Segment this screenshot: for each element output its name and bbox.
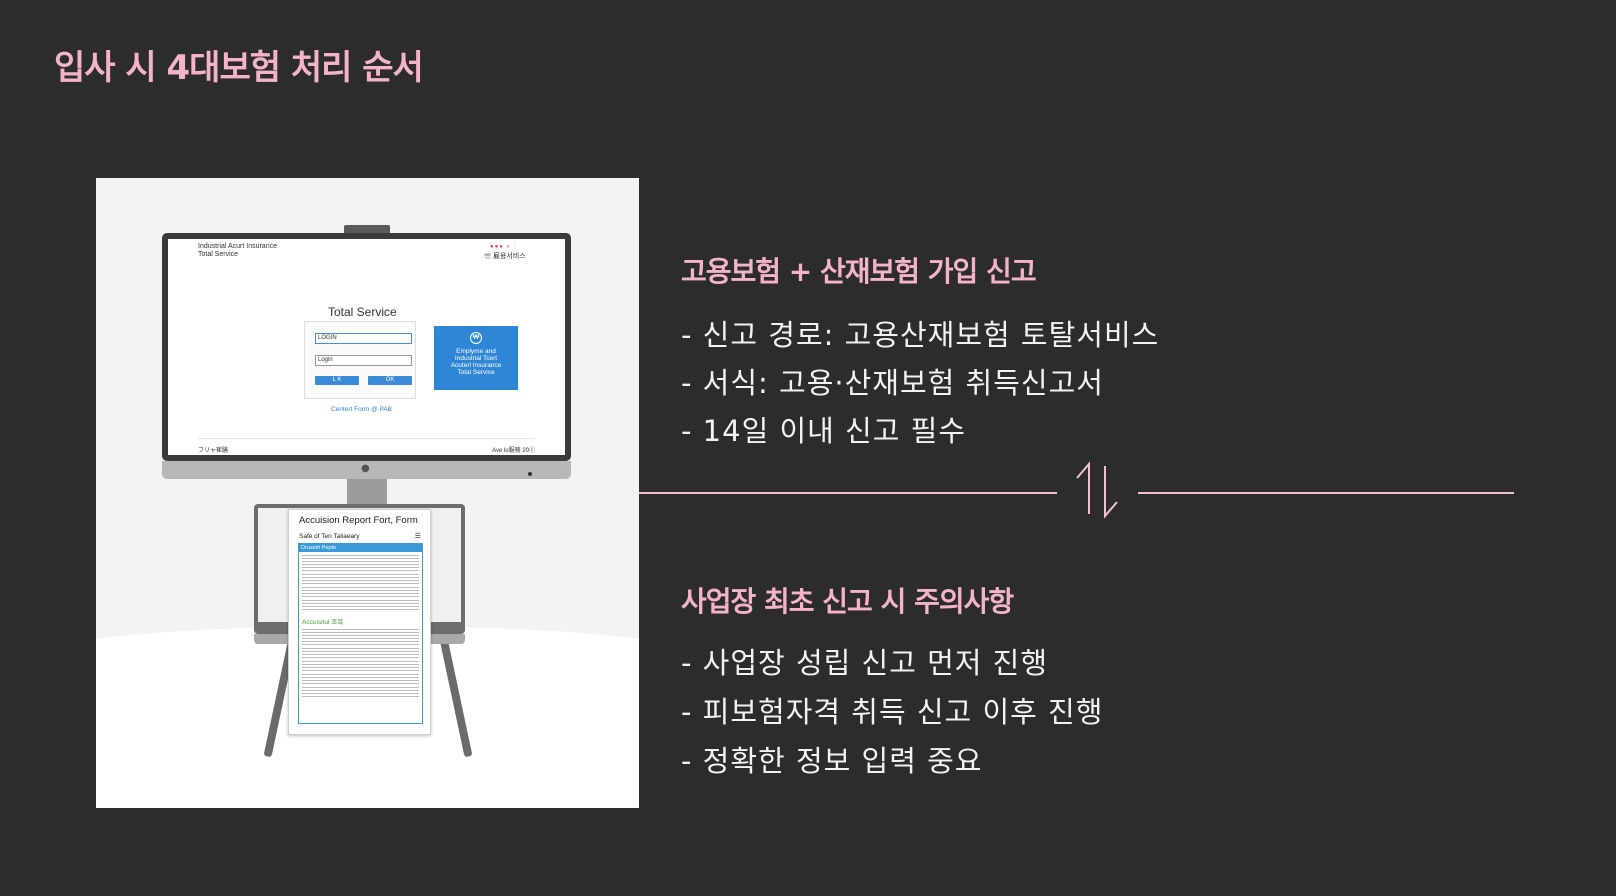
form-body: Drusetri Pepte Accuisitul 조목 bbox=[298, 543, 423, 724]
password-field: Login bbox=[315, 355, 412, 366]
apple-logo-icon: ● bbox=[361, 463, 370, 474]
card-line: Total Service bbox=[457, 369, 495, 376]
text-lines bbox=[302, 600, 419, 612]
card-line: Emplyme and bbox=[456, 348, 496, 355]
section1-bullet: - 서식: 고용·산재보험 취득신고서 bbox=[681, 366, 1104, 400]
section1-bullet: - 14일 이내 신고 필수 bbox=[681, 414, 966, 448]
text-lines bbox=[302, 555, 419, 571]
form-header: Drusetri Pepte bbox=[299, 544, 422, 552]
screen-title: Total Service bbox=[328, 305, 397, 319]
report-form: Accuision Report Fort, Form Safe of Ten … bbox=[288, 509, 431, 735]
card-line: Acuterl Insurance bbox=[450, 362, 502, 369]
section2-bullet: - 정확한 정보 입력 중요 bbox=[681, 744, 983, 778]
text-lines bbox=[302, 629, 419, 645]
text-lines bbox=[302, 574, 419, 584]
section2-bullet: - 사업장 성립 신고 먼저 진행 bbox=[681, 646, 1049, 680]
screen-footer: フリャ崔膳 Ave lo服務 20ⓒ bbox=[198, 438, 535, 454]
illustration-panel: Industrial Acurt Insurance Total Service… bbox=[96, 178, 639, 808]
text-lines bbox=[302, 661, 419, 671]
text-lines bbox=[302, 674, 419, 684]
footer-right: Ave lo服務 20ⓒ bbox=[492, 448, 535, 454]
text-lines bbox=[302, 687, 419, 699]
screen-button-1: L K bbox=[315, 376, 359, 385]
screen-link: Centert Form @ PAB bbox=[331, 406, 393, 413]
login-field: LOGIN bbox=[315, 333, 412, 344]
menu-icon: ☰ bbox=[414, 533, 421, 540]
footer-left: フリャ崔膳 bbox=[198, 448, 229, 454]
slide-title: 입사 시 4대보험 처리 순서 bbox=[54, 48, 424, 88]
screen-header-line1: Industrial Acurt Insurance bbox=[198, 243, 277, 250]
form-section-title: Accuisitul 조목 bbox=[302, 619, 344, 626]
section1-title: 고용보험 + 산재보험 가입 신고 bbox=[681, 255, 1037, 288]
power-led bbox=[528, 472, 532, 476]
text-lines bbox=[302, 587, 419, 597]
service-card: ₩ Emplyme and Industrial Tcert Acuterl I… bbox=[434, 326, 518, 390]
section2-bullet: - 피보험자격 취득 신고 이후 진행 bbox=[681, 695, 1104, 729]
screen-header-line2: Total Service bbox=[198, 251, 239, 258]
form-title: Accuision Report Fort, Form bbox=[299, 515, 418, 526]
divider-left bbox=[639, 492, 1057, 494]
coin-icon: ₩ bbox=[470, 332, 482, 344]
monitor-chin bbox=[162, 461, 571, 479]
login-box: LOGIN Login L K OK bbox=[304, 321, 416, 399]
monitor-stand bbox=[347, 479, 387, 505]
screen-header: Industrial Acurt Insurance Total Service bbox=[198, 243, 277, 259]
card-line: Industrial Tcert bbox=[454, 355, 498, 362]
swap-arrows-icon bbox=[1076, 461, 1118, 519]
section1-bullet: - 신고 경로: 고용산재보험 토탈서비스 bbox=[681, 318, 1160, 352]
divider-right bbox=[1138, 492, 1514, 494]
webcam bbox=[344, 225, 390, 235]
status-dots-icon: ●●● ⌕ ⋮ bbox=[490, 244, 517, 250]
form-subtitle: Safe of Ten Taliaeary bbox=[299, 533, 360, 540]
screen-phone: ☏ 雇용서비스 bbox=[484, 253, 526, 260]
text-lines bbox=[302, 648, 419, 658]
monitor-screen: Industrial Acurt Insurance Total Service… bbox=[168, 239, 565, 455]
section2-title: 사업장 최초 신고 시 주의사항 bbox=[681, 585, 1014, 618]
screen-button-2: OK bbox=[368, 376, 412, 385]
